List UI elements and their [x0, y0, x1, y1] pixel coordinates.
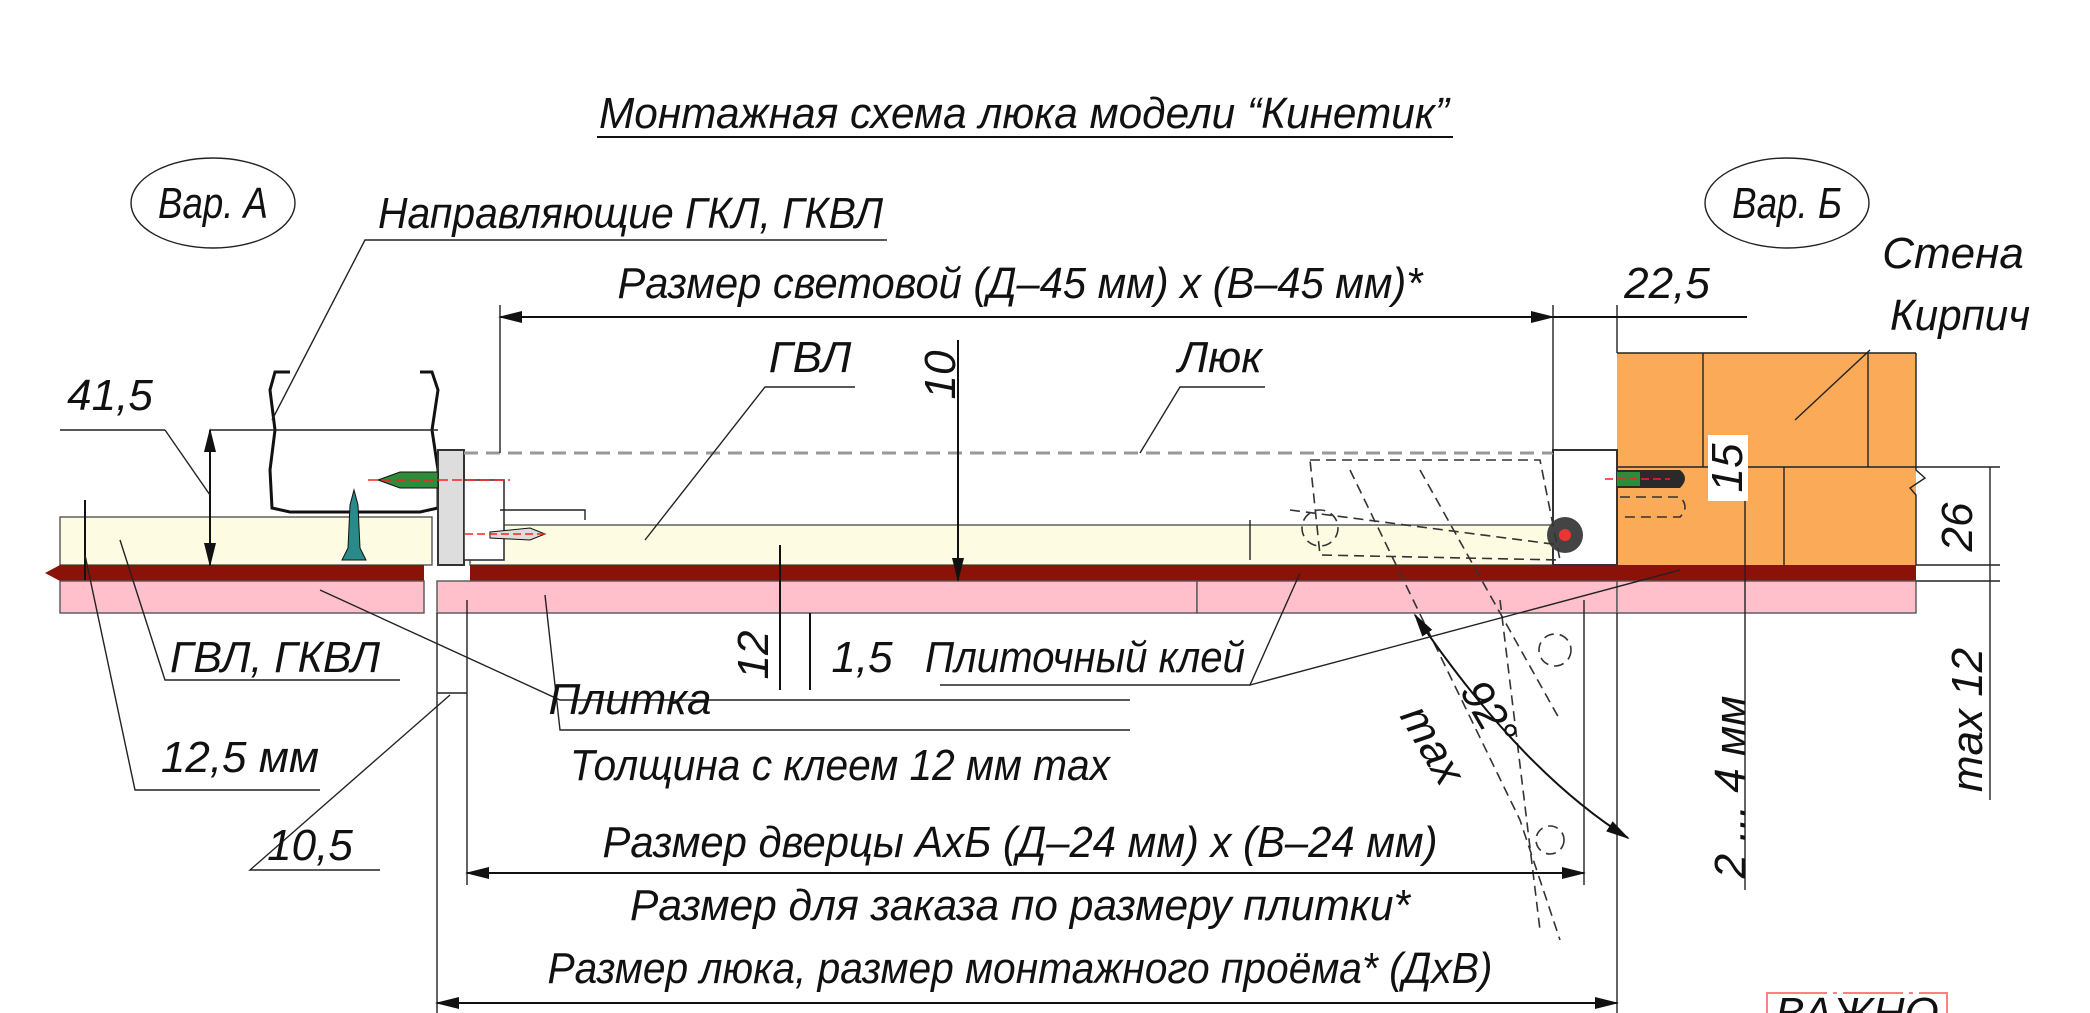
dowel-icon	[1605, 470, 1686, 518]
label-hatch: Люк	[1175, 333, 1264, 382]
label-hatch-size: Размер люка, размер монтажного проёма* (…	[548, 944, 1493, 993]
label-12: 12	[729, 631, 778, 680]
label-tile-glue: Плиточный клей	[925, 633, 1245, 682]
label-22-5: 22,5	[1623, 259, 1710, 308]
label-brick: Кирпич	[1890, 291, 2030, 340]
label-thickness: Толщина с клеем 12 мм max	[570, 741, 1112, 790]
label-guides: Направляющие ГКЛ, ГКВЛ	[378, 189, 884, 238]
variant-b-badge: Вар. Б	[1704, 157, 1870, 249]
label-wall: Стена	[1882, 229, 2024, 278]
label-12-5: 12,5 мм	[161, 733, 319, 782]
gvl-board-left	[59, 516, 433, 566]
screw-icon	[465, 527, 548, 541]
label-gap: 2 ... 4 мм	[1706, 696, 1755, 880]
label-41-5: 41,5	[67, 371, 153, 420]
important-label: ВАЖНО	[1775, 989, 1939, 1013]
variant-a-badge: Вар. А	[130, 157, 296, 249]
label-tile: Плитка	[548, 675, 711, 724]
variant-b-label: Вар. Б	[1732, 179, 1842, 228]
label-1-5: 1,5	[831, 633, 893, 682]
diagram-title: Монтажная схема люка модели “Кинетик”	[599, 89, 1451, 138]
label-light-size: Размер световой (Д–45 мм) x (В–45 мм)*	[618, 259, 1425, 308]
important-note-box: ВАЖНО	[1766, 989, 1948, 1013]
label-gvl-gkvl: ГВЛ, ГКВЛ	[170, 633, 381, 682]
screw-icon	[341, 488, 367, 561]
hatch-frame-right	[1547, 449, 1618, 566]
brick-wall	[1617, 352, 1927, 565]
gvl-board-hatch	[469, 524, 1571, 566]
label-max12: max 12	[1943, 648, 1992, 792]
angle-arc	[1413, 613, 1630, 840]
tile-glue-layer	[45, 565, 1916, 581]
tile-left	[59, 580, 425, 614]
label-15: 15	[1703, 443, 1752, 492]
variant-a-label: Вар. А	[158, 179, 268, 228]
hatch-frame-left	[437, 449, 586, 566]
label-door-size: Размер дверцы АхБ (Д–24 мм) х (В–24 мм)	[603, 818, 1438, 867]
label-10-5: 10,5	[267, 821, 353, 870]
leader-lines	[84, 239, 1871, 871]
label-26: 26	[1933, 502, 1982, 552]
screw-icon	[368, 471, 510, 489]
tile-center	[436, 580, 1198, 614]
tile-wall	[1616, 580, 1917, 614]
label-gvl: ГВЛ	[769, 333, 852, 382]
label-order-size: Размер для заказа по размеру плитки*	[630, 881, 1412, 930]
label-10: 10	[916, 350, 965, 399]
